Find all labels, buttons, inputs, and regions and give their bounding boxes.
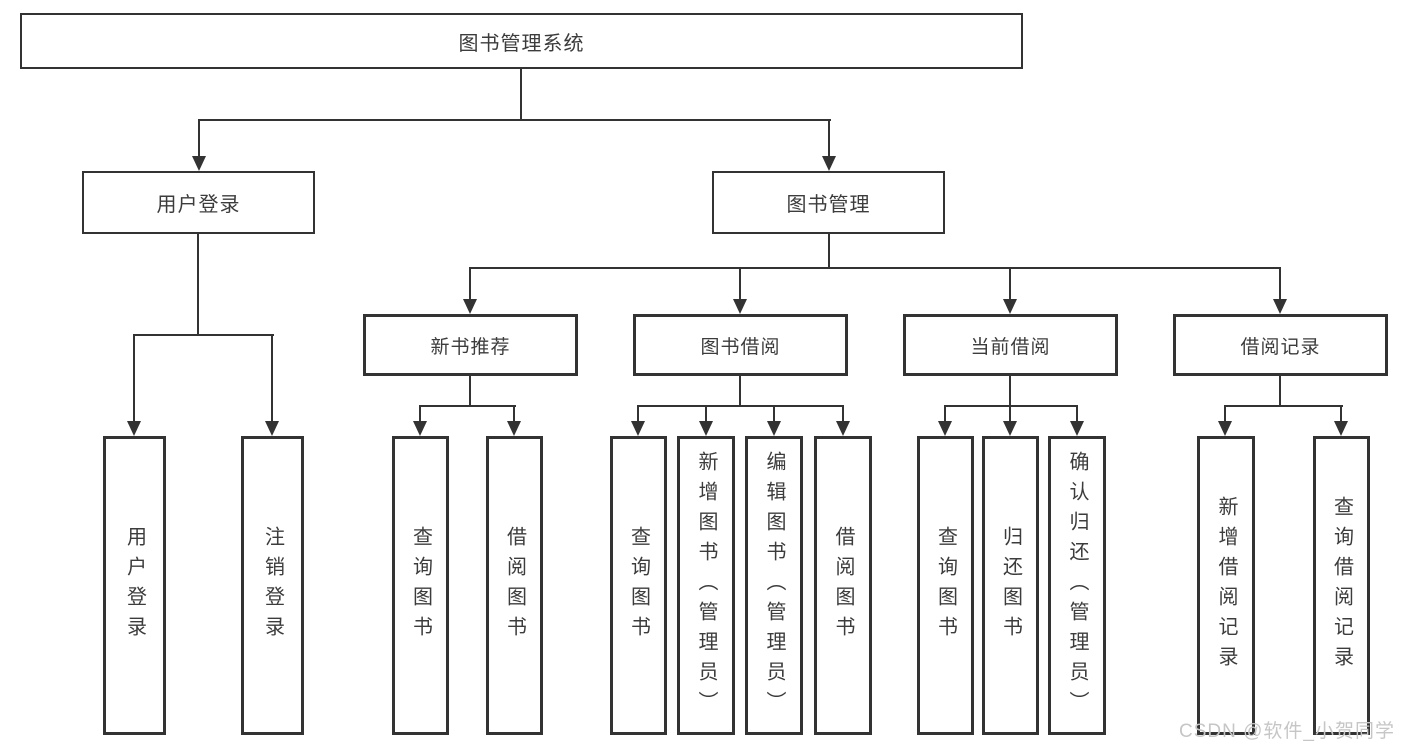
node-query-books-current: 查询图书 (917, 436, 974, 735)
node-label: 图书管理 (786, 194, 871, 216)
node-label: 当前借阅 (970, 336, 1051, 358)
connector-line (739, 267, 741, 300)
node-label: 注销登录 (261, 525, 284, 646)
connector-line (773, 405, 775, 422)
connector-line (419, 405, 421, 422)
connector-line (513, 405, 515, 422)
connector-line (828, 119, 830, 157)
node-borrow-books-recommend: 借阅图书 (486, 436, 543, 735)
arrow-down-icon (699, 421, 713, 436)
arrow-down-icon (127, 421, 141, 436)
node-label: 新书推荐 (430, 336, 511, 358)
connector-line (133, 334, 274, 336)
arrow-down-icon (938, 421, 952, 436)
arrow-down-icon (1003, 299, 1017, 314)
arrow-down-icon (822, 156, 836, 171)
arrow-down-icon (463, 299, 477, 314)
connector-line (469, 267, 471, 300)
node-label: 用户登录 (123, 525, 146, 646)
connector-line (271, 334, 273, 422)
arrow-down-icon (1334, 421, 1348, 436)
node-user-login: 用户登录 (82, 171, 315, 234)
connector-line (1340, 405, 1342, 422)
arrow-down-icon (1273, 299, 1287, 314)
arrow-down-icon (1218, 421, 1232, 436)
node-label: 查询借阅记录 (1330, 495, 1353, 676)
arrow-down-icon (836, 421, 850, 436)
node-library-management-system: 图书管理系统 (20, 13, 1023, 69)
node-label: 查询图书 (934, 525, 957, 646)
connector-line (1009, 405, 1011, 422)
arrow-down-icon (1003, 421, 1017, 436)
node-label: 用户登录 (156, 194, 241, 216)
connector-line (739, 376, 741, 407)
node-query-borrow-record: 查询借阅记录 (1313, 436, 1370, 735)
connector-line (1224, 405, 1226, 422)
connector-line (1279, 267, 1281, 300)
node-add-books-admin: 新增图书（管理员） (677, 436, 735, 735)
connector-line (197, 234, 199, 336)
arrow-down-icon (265, 421, 279, 436)
node-borrow-books-leaf: 借阅图书 (814, 436, 872, 735)
arrow-down-icon (1070, 421, 1084, 436)
arrow-down-icon (631, 421, 645, 436)
arrow-down-icon (767, 421, 781, 436)
node-book-borrowing: 图书借阅 (633, 314, 848, 376)
node-label: 查询图书 (409, 525, 432, 646)
node-query-books-borrowing: 查询图书 (610, 436, 667, 735)
node-label: 图书借阅 (700, 336, 781, 358)
connector-line (419, 405, 516, 407)
connector-line (705, 405, 707, 422)
node-confirm-return-admin: 确认归还（管理员） (1048, 436, 1106, 735)
connector-line (637, 405, 844, 407)
connector-line (637, 405, 639, 422)
node-add-borrow-record: 新增借阅记录 (1197, 436, 1255, 735)
node-label: 查询图书 (627, 525, 650, 646)
node-edit-books-admin: 编辑图书（管理员） (745, 436, 803, 735)
node-label: 归还图书 (999, 525, 1022, 646)
node-logout-leaf: 注销登录 (241, 436, 304, 735)
node-user-login-leaf: 用户登录 (103, 436, 166, 735)
node-return-books: 归还图书 (982, 436, 1039, 735)
connector-line (1009, 376, 1011, 407)
connector-line (1076, 405, 1078, 422)
arrow-down-icon (507, 421, 521, 436)
node-query-books-recommend: 查询图书 (392, 436, 449, 735)
connector-line (520, 69, 522, 121)
connector-line (944, 405, 946, 422)
node-label: 借阅记录 (1240, 336, 1321, 358)
node-current-borrowing: 当前借阅 (903, 314, 1118, 376)
node-label: 借阅图书 (832, 525, 854, 646)
csdn-watermark: CSDN @软件_小贺同学 (1179, 721, 1395, 742)
connector-line (198, 119, 200, 157)
connector-line (469, 267, 1281, 269)
connector-line (828, 234, 830, 269)
node-book-management: 图书管理 (712, 171, 945, 234)
node-label: 确认归还（管理员） (1066, 450, 1088, 721)
connector-line (469, 376, 471, 407)
node-borrowing-records: 借阅记录 (1173, 314, 1388, 376)
node-label: 新增图书（管理员） (695, 450, 717, 721)
connector-line (1009, 267, 1011, 300)
connector-line (1279, 376, 1281, 407)
node-new-book-recommendation: 新书推荐 (363, 314, 578, 376)
arrow-down-icon (192, 156, 206, 171)
connector-line (133, 334, 135, 422)
connector-line (1224, 405, 1343, 407)
node-label: 借阅图书 (503, 525, 526, 646)
node-label: 编辑图书（管理员） (763, 450, 785, 721)
connector-line (944, 405, 1078, 407)
node-label: 新增借阅记录 (1215, 495, 1237, 676)
arrow-down-icon (413, 421, 427, 436)
connector-line (198, 119, 831, 121)
connector-line (842, 405, 844, 422)
arrow-down-icon (733, 299, 747, 314)
node-label: 图书管理系统 (458, 32, 585, 55)
